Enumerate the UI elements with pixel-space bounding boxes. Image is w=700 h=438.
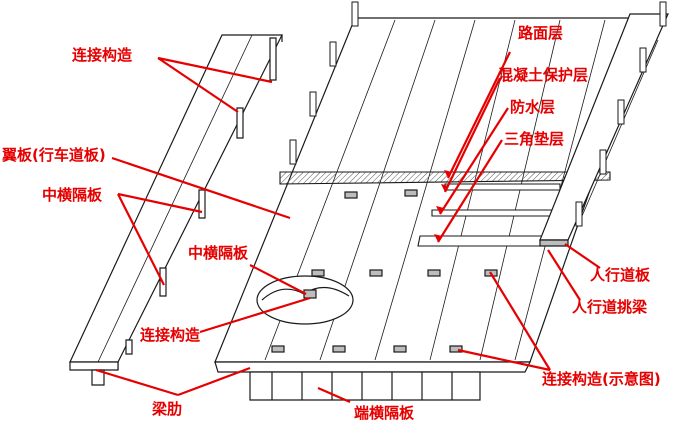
label-end-diaphragm: 端横隔板 (354, 404, 415, 422)
label-mid-diaphragm-center: 中横隔板 (188, 244, 249, 262)
label-connection-center: 连接构造 (140, 326, 201, 344)
label-connection-schematic: 连接构造(示意图) (542, 370, 661, 388)
label-connection-top: 连接构造 (72, 46, 133, 64)
label-waterproof: 防水层 (510, 98, 556, 116)
label-triangle-cushion: 三角垫层 (504, 130, 565, 148)
main-deck (214, 17, 651, 363)
label-mid-diaphragm-left: 中横隔板 (42, 186, 103, 204)
leader-arrowheads (434, 170, 452, 242)
label-pavement: 路面层 (518, 24, 564, 42)
label-wing-slab: 翼板(行车道板) (2, 146, 106, 164)
label-sidewalk-slab: 人行道板 (590, 266, 651, 284)
end-section (214, 361, 531, 401)
leader-lines (95, 51, 601, 404)
label-sidewalk-cantilever: 人行道挑梁 (572, 298, 648, 316)
left-beam (69, 34, 283, 386)
left-posts (289, 1, 667, 227)
left-beam-diaphragms (125, 37, 277, 355)
label-concrete-protection: 混凝土保护层 (498, 66, 589, 84)
label-beam-rib: 梁肋 (152, 400, 183, 418)
